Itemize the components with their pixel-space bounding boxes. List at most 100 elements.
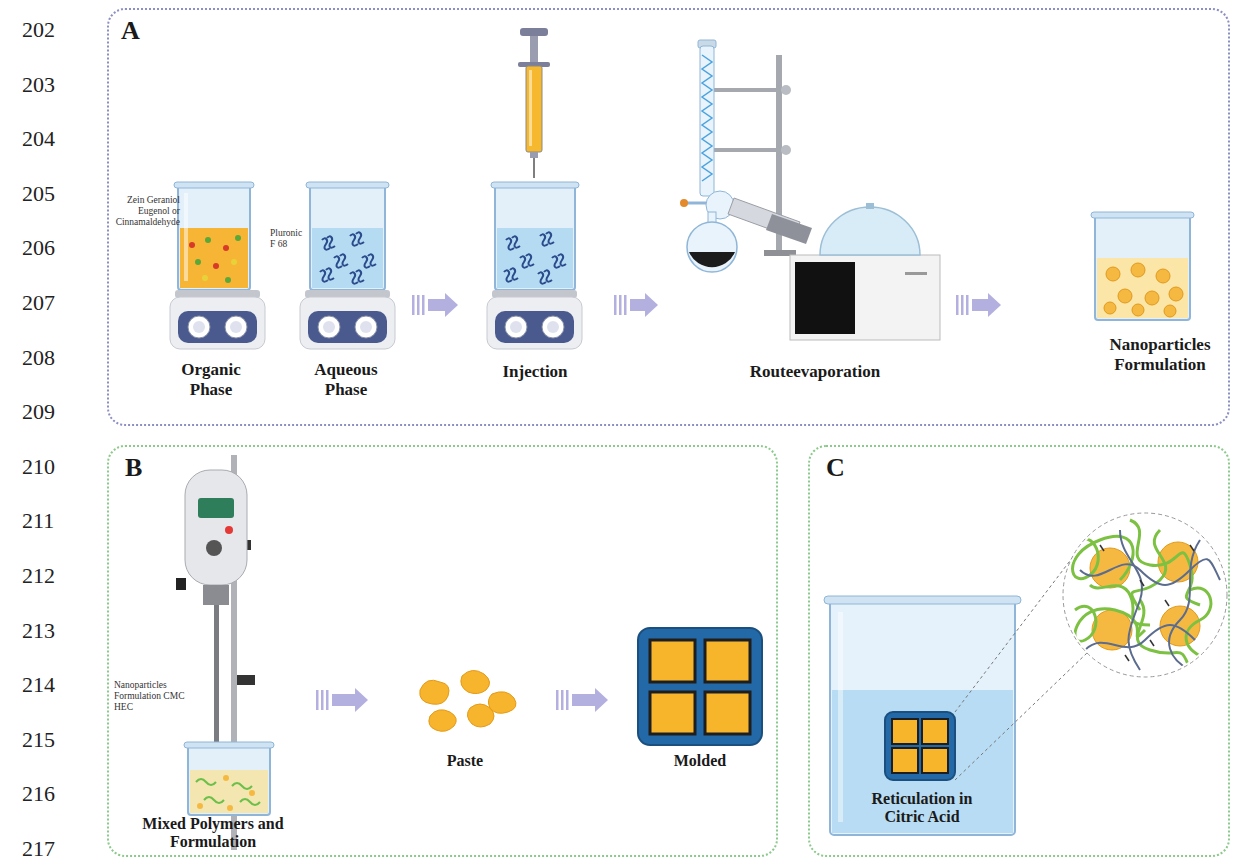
overhead-stirrer-part [190, 770, 268, 813]
paste-part [461, 670, 490, 693]
rotary-evaporator-part [712, 88, 780, 92]
nanoparticle-beaker-part-part [1132, 304, 1144, 316]
process-station: Injection [462, 20, 610, 405]
injection-beaker-part-part [558, 254, 566, 265]
polymer-network-zoom-part-part-part [1100, 545, 1104, 551]
rotary-evaporator-part [685, 202, 706, 205]
process-station: Nanoparticles Formulation CMC HECMixed P… [112, 455, 312, 857]
organic-beaker-part [202, 275, 208, 281]
polymer-network-zoom-part-part [1070, 520, 1211, 670]
polymer-network-zoom-part-part [1080, 530, 1220, 670]
process-arrow [412, 293, 458, 317]
overhead-stirrer-part-part [204, 797, 224, 803]
syringe-part [520, 28, 548, 36]
step-caption: Routeevaporation [735, 362, 895, 382]
injection-beaker-part-part [546, 232, 554, 243]
aqueous-beaker-part-part [326, 268, 334, 279]
organic-beaker-part [223, 245, 229, 251]
overhead-stirrer-part [225, 526, 233, 534]
rotary-evaporator-part [820, 207, 920, 255]
organic-beaker-part [180, 228, 248, 288]
injection-beaker-part-part [540, 234, 548, 245]
aqueous-beaker-part-part [350, 234, 358, 245]
process-arrow [614, 293, 658, 317]
polymer-network-zoom-part-part-part [1125, 655, 1129, 661]
aqueous-beaker-part-part [334, 256, 342, 267]
injection-beaker-part-part [552, 256, 560, 267]
arrow-bar [624, 295, 627, 315]
organic-beaker-part [231, 259, 237, 265]
line-number: 203 [22, 73, 55, 97]
injection-beaker-part [495, 185, 575, 290]
organic-beaker-part [235, 235, 241, 241]
arrow-bar [566, 690, 569, 710]
polymer-network-zoom-part-part [1100, 545, 1194, 661]
ingredient-note: Nanoparticles Formulation CMC HEC [114, 680, 186, 713]
mold-part-part [650, 692, 695, 734]
injection-beaker-part-part [512, 236, 520, 247]
overhead-stirrer-part-part [249, 790, 255, 796]
line-number: 206 [22, 236, 55, 260]
aqueous-beaker-part-part [327, 236, 335, 247]
injection-beaker-part-part [544, 270, 552, 281]
aqueous-beaker-part [306, 182, 389, 188]
arrow-bar [326, 690, 329, 710]
magnetic-stirrer [487, 290, 582, 349]
mold [638, 628, 762, 745]
organic-beaker-part [205, 237, 211, 243]
panel-letter: A [121, 16, 151, 46]
aqueous-beaker-part-part [320, 270, 328, 281]
arrow-body [572, 694, 595, 706]
arrow-body [428, 299, 445, 311]
syringe-part [533, 158, 535, 178]
nanoparticle-beaker [1091, 212, 1194, 320]
magnetic-stirrer-part [547, 321, 559, 333]
overhead-stirrer-part-part [227, 805, 233, 811]
organic-beaker-part [184, 193, 188, 281]
injection-beaker [491, 182, 579, 290]
process-station: Routeevaporation [662, 40, 952, 405]
arrow-bar [556, 690, 559, 710]
injection-beaker-part [497, 228, 573, 288]
arrow-bar [417, 295, 420, 315]
arrow-head [988, 293, 1001, 317]
line-number: 213 [22, 619, 55, 643]
nanoparticle-beaker-part-part [1164, 305, 1176, 317]
mold-part [650, 640, 750, 734]
process-arrow [556, 688, 608, 712]
arrow-bar [422, 295, 425, 315]
paste [420, 670, 516, 731]
magnetic-stirrer [300, 290, 395, 349]
reticulation-beaker-part [892, 719, 948, 773]
line-number: 215 [22, 728, 55, 752]
nanoparticle-beaker-part-part [1118, 289, 1132, 303]
injection-beaker-part-part [504, 270, 512, 281]
rotary-evaporator-part [795, 262, 855, 334]
aqueous-beaker-part-part [350, 272, 358, 283]
nanoparticle-beaker-part-part [1131, 263, 1145, 277]
line-number: 207 [22, 291, 55, 315]
overhead-stirrer-part [176, 578, 186, 590]
process-station: Reticulation in Citric Acid [822, 590, 1022, 840]
reticulation-beaker-part-part [892, 719, 918, 744]
paste-part [488, 692, 516, 714]
syringe [518, 28, 550, 178]
injection-beaker-part [504, 232, 566, 283]
overhead-stirrer-part [203, 585, 229, 605]
aqueous-beaker-part [310, 185, 385, 290]
rotary-evaporator-part [905, 272, 927, 275]
rotary-evaporator [680, 40, 940, 340]
magnetic-stirrer-part [178, 311, 257, 343]
reticulation-beaker-part-part [922, 719, 948, 744]
organic-beaker [174, 182, 254, 290]
arrow-bar [956, 295, 959, 315]
aqueous-beaker [306, 182, 389, 290]
rotary-evaporator-part [790, 255, 940, 340]
injection-beaker-part-part [520, 256, 528, 267]
zoom-guide-part [955, 545, 1082, 712]
syringe-part [526, 66, 542, 152]
